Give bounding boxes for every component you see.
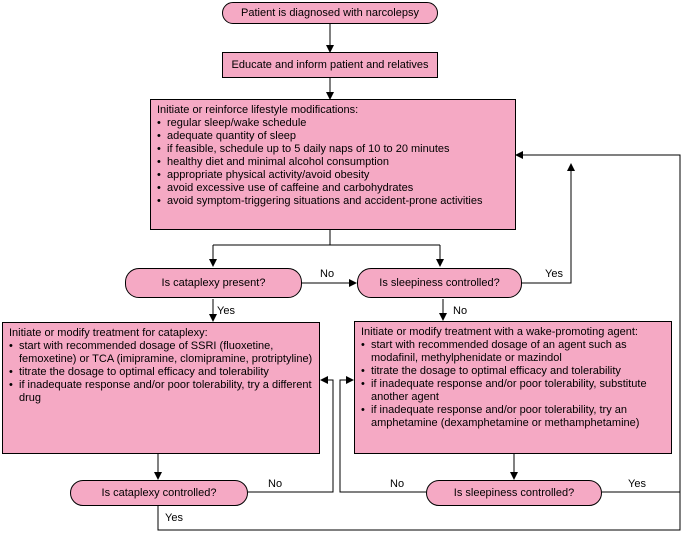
cataplexy-treatment-node: Initiate or modify treatment for cataple… bbox=[2, 322, 320, 454]
lifestyle-title: Initiate or reinforce lifestyle modifica… bbox=[157, 104, 359, 116]
list-item: if feasible, schedule up to 5 daily naps… bbox=[157, 143, 509, 156]
list-item: titrate the dosage to optimal efficacy a… bbox=[9, 366, 313, 379]
sleepiness-controlled-2-node: Is sleepiness controlled? bbox=[426, 480, 602, 506]
lifestyle-list: regular sleep/wake schedule adequate qua… bbox=[157, 117, 509, 208]
list-item: avoid symptom-triggering situations and … bbox=[157, 195, 509, 208]
edge-catctrl-yes bbox=[157, 151, 681, 531]
list-item: if inadequate response and/or poor toler… bbox=[361, 378, 665, 404]
list-item: healthy diet and minimal alcohol consump… bbox=[157, 156, 509, 169]
list-item: adequate quantity of sleep bbox=[157, 130, 509, 143]
sleepiness-controlled-2-label: Is sleepiness controlled? bbox=[453, 486, 575, 499]
sleepiness-controlled-label: Is sleepiness controlled? bbox=[379, 276, 500, 289]
cataplexy-controlled-label: Is cataplexy controlled? bbox=[101, 486, 217, 499]
wake-treatment-list: start with recommended dosage of an agen… bbox=[361, 339, 665, 430]
cataplexy-present-node: Is cataplexy present? bbox=[125, 268, 302, 298]
edge-label-sleep1-yes: Yes bbox=[545, 268, 563, 280]
sleepiness-controlled-node: Is sleepiness controlled? bbox=[357, 268, 522, 298]
list-item: if inadequate response and/or poor toler… bbox=[361, 404, 665, 430]
cataplexy-controlled-node: Is cataplexy controlled? bbox=[70, 480, 248, 506]
edge-catctrl-no bbox=[248, 376, 334, 493]
list-item: titrate the dosage to optimal efficacy a… bbox=[361, 365, 665, 378]
edge-label-present-no: No bbox=[320, 268, 335, 280]
cataplexy-treatment-title: Initiate or modify treatment for cataple… bbox=[9, 327, 208, 339]
list-item: start with recommended dosage of an agen… bbox=[361, 339, 665, 365]
list-item: if inadequate response and/or poor toler… bbox=[9, 379, 313, 405]
edge-sleep1-yes bbox=[522, 163, 575, 284]
lifestyle-node: Initiate or reinforce lifestyle modifica… bbox=[150, 99, 516, 230]
educate-node-label: Educate and inform patient and relatives bbox=[231, 58, 429, 71]
edge-sleep2-no bbox=[339, 376, 426, 493]
cataplexy-present-label: Is cataplexy present? bbox=[161, 276, 266, 289]
edge-label-sleep2-yes: Yes bbox=[628, 478, 646, 490]
list-item: regular sleep/wake schedule bbox=[157, 117, 509, 130]
wake-treatment-node: Initiate or modify treatment with a wake… bbox=[354, 321, 672, 454]
start-node-label: Patient is diagnosed with narcolepsy bbox=[241, 6, 419, 19]
edge-label-sleep1-no: No bbox=[453, 305, 468, 317]
list-item: avoid excessive use of caffeine and carb… bbox=[157, 182, 509, 195]
edge-label-catctrl-yes: Yes bbox=[165, 512, 183, 524]
list-item: appropriate physical activity/avoid obes… bbox=[157, 169, 509, 182]
start-node: Patient is diagnosed with narcolepsy bbox=[222, 2, 438, 24]
cataplexy-treatment-list: start with recommended dosage of SSRI (f… bbox=[9, 340, 313, 405]
edge-label-catctrl-no: No bbox=[268, 478, 283, 490]
wake-treatment-title: Initiate or modify treatment with a wake… bbox=[361, 326, 638, 338]
edge-label-sleep2-no: No bbox=[390, 478, 405, 490]
edge-lifestyle-split bbox=[213, 230, 440, 246]
list-item: start with recommended dosage of SSRI (f… bbox=[9, 340, 313, 366]
edge-label-present-yes: Yes bbox=[217, 305, 235, 317]
educate-node: Educate and inform patient and relatives bbox=[222, 52, 438, 78]
